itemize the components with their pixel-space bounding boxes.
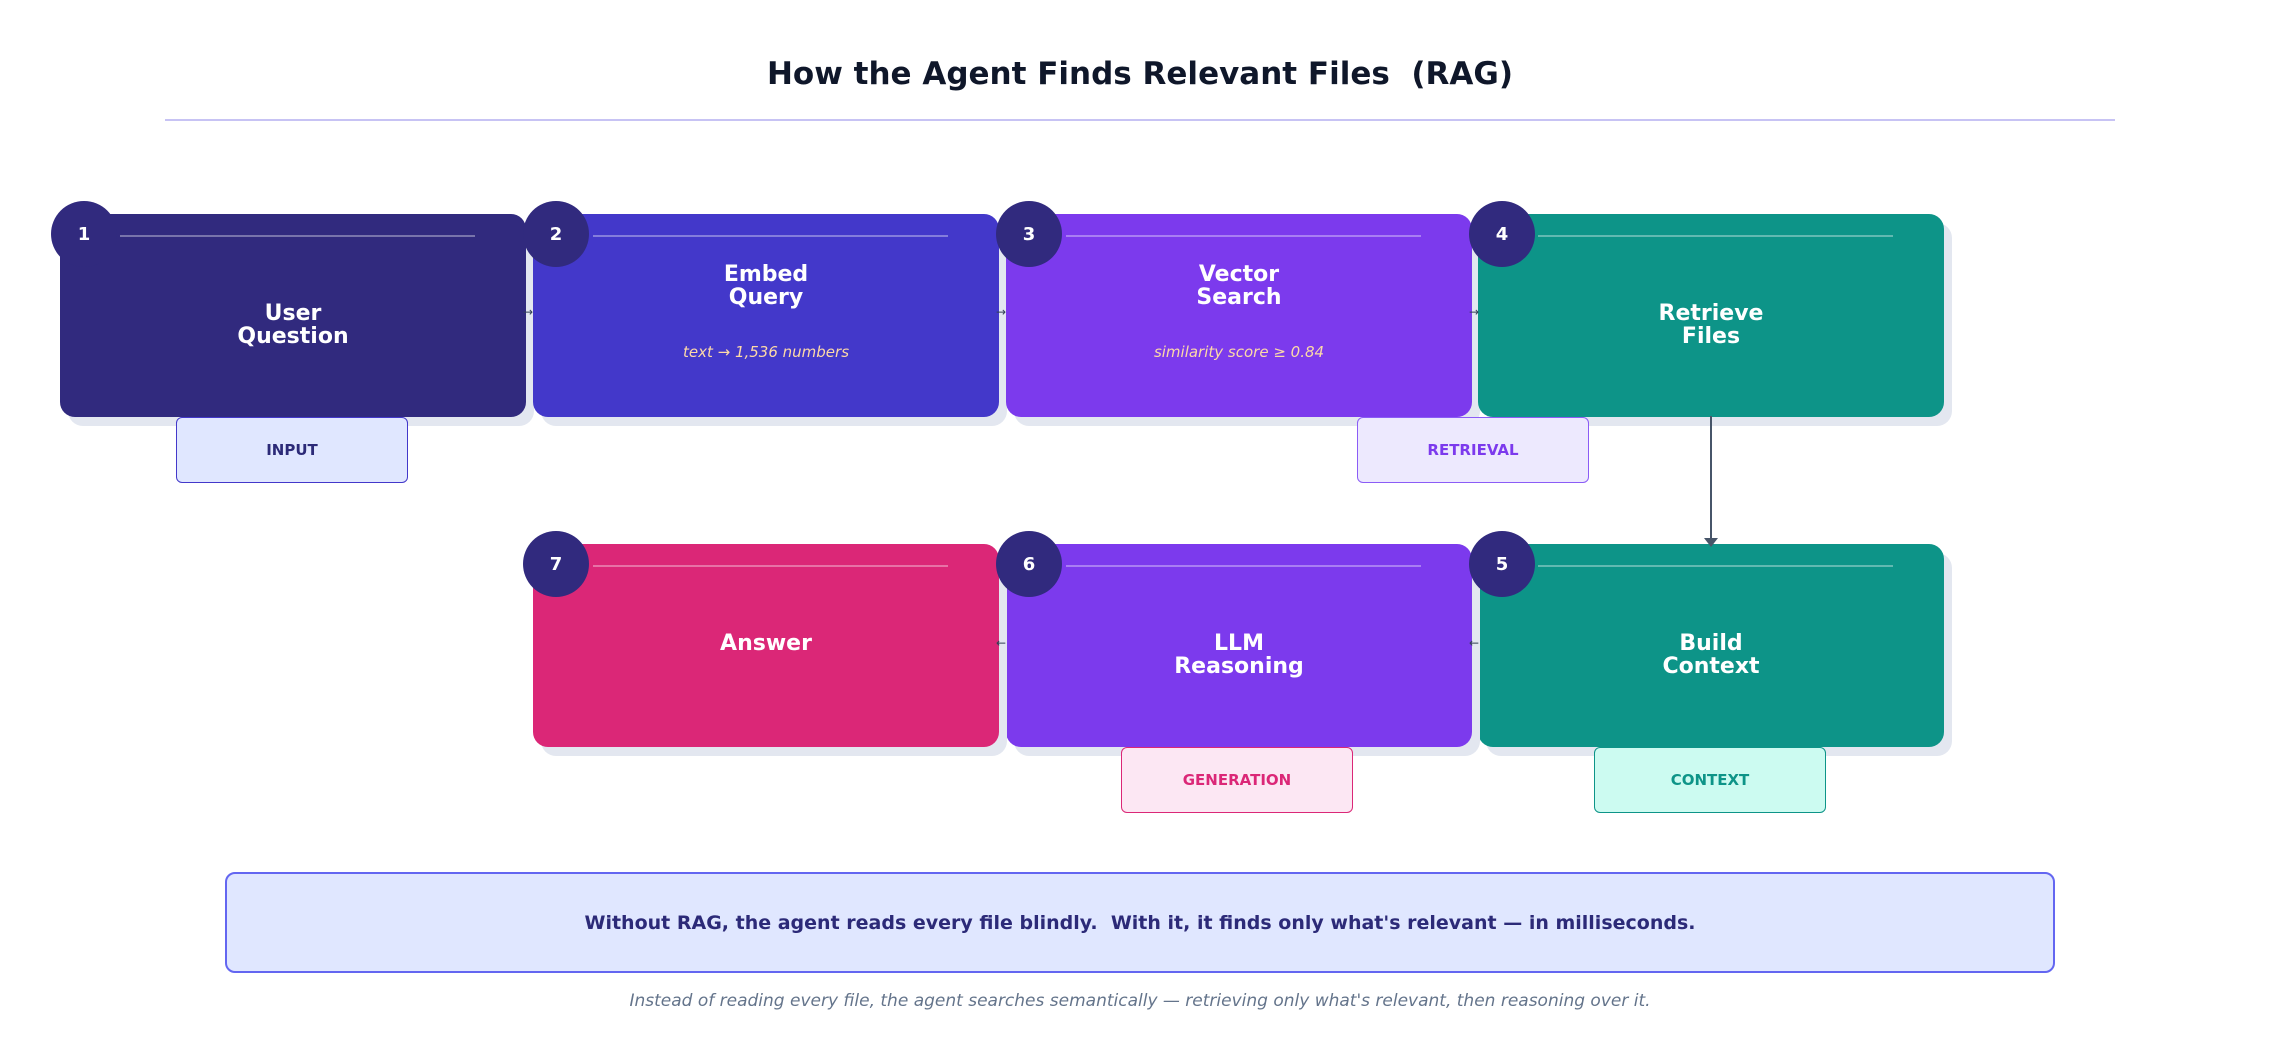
step-card-user-question: User Question xyxy=(60,214,526,417)
step-subtitle: text → 1,536 numbers xyxy=(682,343,850,361)
step-card-llm-reasoning: LLM Reasoning xyxy=(1006,544,1472,747)
step-title: Retrieve Files xyxy=(1658,301,1764,349)
step-number-badge: 1 xyxy=(51,201,117,267)
footer-caption: Instead of reading every file, the agent… xyxy=(629,991,1651,1011)
arrow-right-icon: → xyxy=(1469,305,1480,319)
card-divider xyxy=(1538,565,1893,567)
step-card-build-context: Build Context xyxy=(1478,544,1944,747)
card-divider xyxy=(1538,235,1893,237)
arrow-left-icon: ← xyxy=(996,636,1007,650)
step-number-badge: 5 xyxy=(1469,531,1535,597)
step-title: Vector Search xyxy=(1196,262,1282,310)
phase-tag-retrieval: RETRIEVAL xyxy=(1357,417,1589,483)
card-divider xyxy=(1066,235,1421,237)
step-title: User Question xyxy=(237,301,349,349)
step-number-badge: 6 xyxy=(996,531,1062,597)
vertical-connector xyxy=(1710,416,1712,544)
arrow-left-icon: ← xyxy=(1469,636,1480,650)
arrow-right-icon: → xyxy=(996,305,1007,319)
arrow-down-icon xyxy=(1704,538,1718,547)
step-card-retrieve-files: Retrieve Files xyxy=(1478,214,1944,417)
phase-tag-generation: GENERATION xyxy=(1121,747,1353,813)
phase-tag-input: INPUT xyxy=(176,417,408,483)
step-number-badge: 2 xyxy=(523,201,589,267)
step-title: Embed Query xyxy=(723,262,809,310)
step-subtitle: similarity score ≥ 0.84 xyxy=(1153,343,1325,361)
step-number-badge: 4 xyxy=(1469,201,1535,267)
step-number-badge: 7 xyxy=(523,531,589,597)
step-card-embed-query: Embed Query text → 1,536 numbers xyxy=(533,214,999,417)
card-divider xyxy=(120,235,475,237)
arrow-right-icon: → xyxy=(523,305,534,319)
step-title: LLM Reasoning xyxy=(1174,631,1304,679)
card-divider xyxy=(593,565,948,567)
summary-callout: Without RAG, the agent reads every file … xyxy=(225,872,2055,973)
step-title: Answer xyxy=(720,631,812,656)
step-card-vector-search: Vector Search similarity score ≥ 0.84 xyxy=(1006,214,1472,417)
card-divider xyxy=(1066,565,1421,567)
step-card-answer: Answer xyxy=(533,544,999,747)
title-divider xyxy=(165,119,2115,121)
phase-tag-context: CONTEXT xyxy=(1594,747,1826,813)
diagram-title: How the Agent Finds Relevant Files (RAG) xyxy=(766,56,1514,92)
step-number-badge: 3 xyxy=(996,201,1062,267)
card-divider xyxy=(593,235,948,237)
step-title: Build Context xyxy=(1662,631,1760,679)
